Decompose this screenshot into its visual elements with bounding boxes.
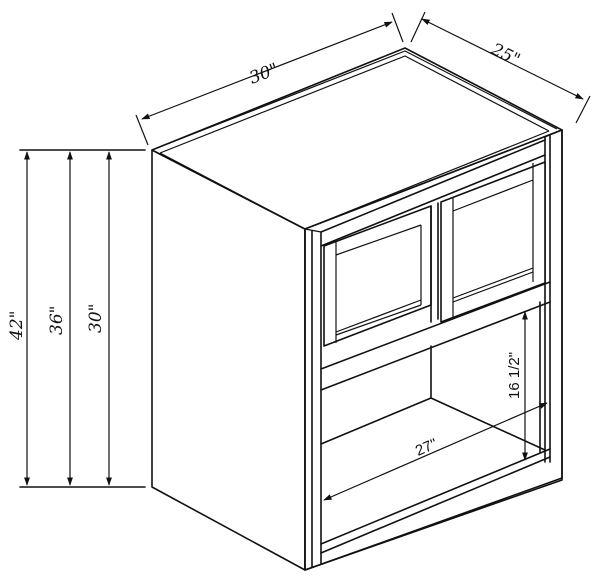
dimension-height-42-label: 42" (7, 311, 27, 341)
dimension-depth (410, 11, 591, 124)
dimension-opening-height-label: 16 1/2" (506, 352, 523, 399)
door-right (440, 161, 546, 323)
dimension-heights (19, 149, 146, 488)
dimension-opening-width (323, 402, 548, 501)
dimension-width (135, 12, 404, 146)
dimension-width-label: 30" (247, 59, 282, 88)
dimension-depth-label: 25" (487, 39, 523, 70)
cabinet-body (151, 47, 563, 571)
dimension-height-30-label: 30" (86, 304, 106, 333)
dimension-height-36-label: 36" (47, 306, 67, 335)
